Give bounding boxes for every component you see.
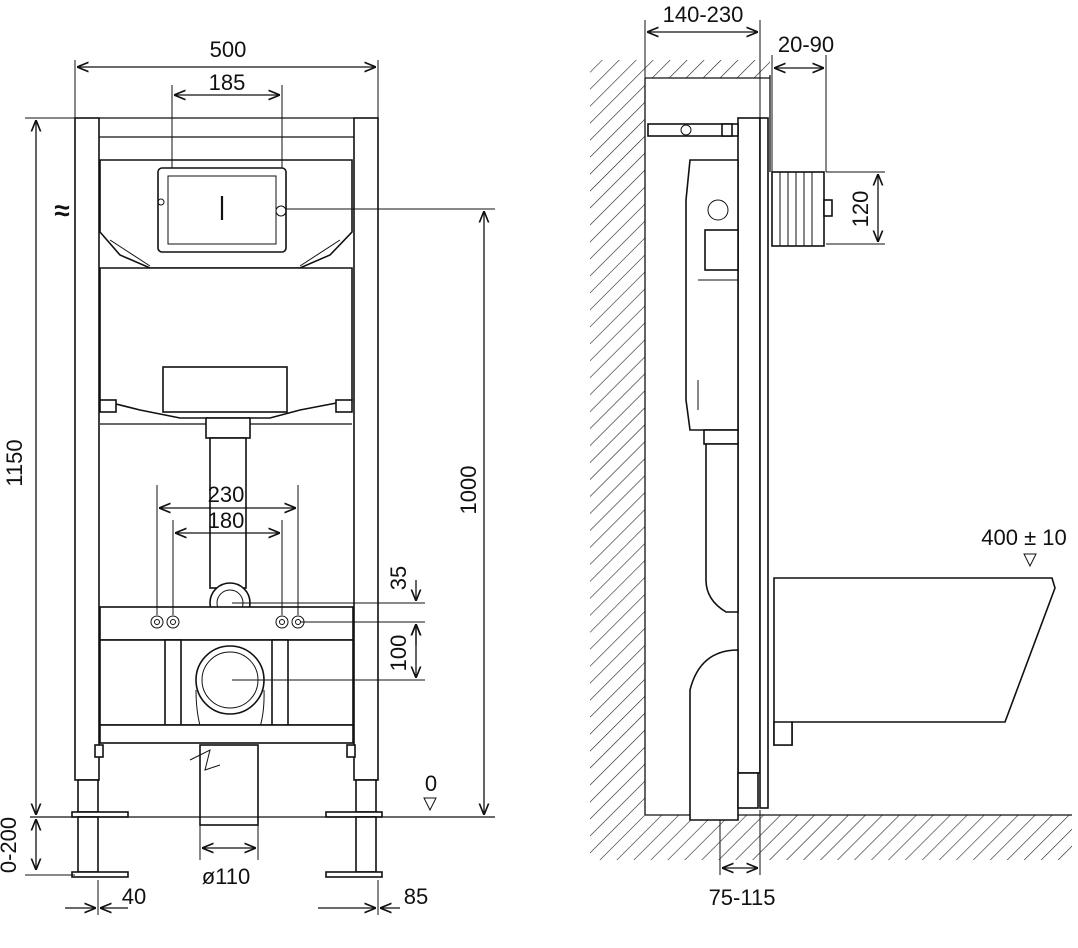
dim-bolt-spacing-outer: 230 xyxy=(208,482,245,507)
dim-inlet-height: 1000 xyxy=(456,466,481,515)
front-dimension-labels: 500 185 1150 1000 230 180 35 100 0 0-200… xyxy=(0,37,481,909)
dim-drain-offset: 35 xyxy=(386,566,411,590)
dim-foot-offset: 85 xyxy=(404,884,428,909)
water-inlet-icon: ≈ xyxy=(54,195,69,226)
flush-button-panel xyxy=(769,75,833,247)
dim-leg-adjustment: 0-200 xyxy=(0,817,21,873)
side-dimension-labels: 140-230 20-90 120 400 ± 10 75-115 xyxy=(663,2,1067,910)
mounting-bolts xyxy=(150,615,305,629)
dim-panel-height: 120 xyxy=(848,191,873,228)
wall-section xyxy=(590,60,1072,860)
frame-feet xyxy=(71,724,383,878)
dim-button-plate-width: 185 xyxy=(209,70,246,95)
dim-drain-depth: 75-115 xyxy=(709,885,776,910)
side-dimension-lines xyxy=(644,20,1037,875)
dim-pipe-diameter: ø110 xyxy=(202,864,251,889)
side-frame xyxy=(647,117,769,821)
dim-bowl-height: 400 ± 10 xyxy=(981,525,1066,550)
bowl-level-marker-icon xyxy=(1023,553,1037,568)
dim-total-height: 1150 xyxy=(2,439,27,486)
dim-bolt-spacing-inner: 180 xyxy=(208,508,245,533)
level-marker-icon xyxy=(423,797,437,812)
wall-hung-toilet-bowl xyxy=(773,577,1056,746)
cistern xyxy=(99,159,353,425)
front-dimension-lines xyxy=(25,60,495,915)
frame-uprights xyxy=(74,117,379,781)
dim-wall-finish: 20-90 xyxy=(778,32,834,57)
dim-wall-distance: 140-230 xyxy=(663,2,744,27)
dim-foot-width: 40 xyxy=(122,884,146,909)
side-view: 140-230 20-90 120 400 ± 10 75-115 xyxy=(590,2,1072,910)
dim-frame-width: 500 xyxy=(210,37,247,62)
front-view: 500 185 1150 1000 230 180 35 100 0 0-200… xyxy=(0,37,495,915)
dim-drain-to-bolts: 100 xyxy=(386,635,411,672)
floor-level-label: 0 xyxy=(425,771,437,796)
